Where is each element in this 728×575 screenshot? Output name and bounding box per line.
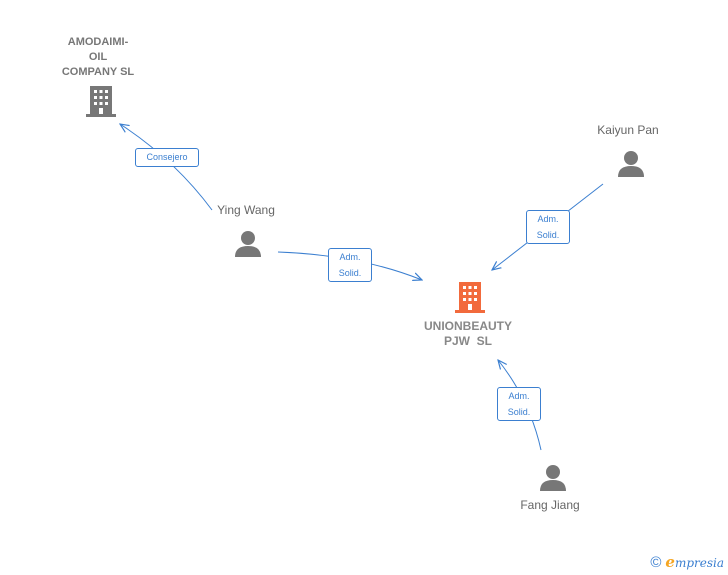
edge-label-adm-solid: Adm. Solid. bbox=[328, 248, 372, 282]
person-icon bbox=[235, 231, 261, 257]
logo-text: mpresia bbox=[674, 556, 724, 570]
company-label-line2: OIL bbox=[88, 51, 108, 63]
empresia-logo[interactable]: empresia bbox=[665, 553, 724, 571]
brand-footer: © empresia bbox=[650, 553, 724, 571]
copyright-icon: © bbox=[650, 553, 662, 571]
company-label-amodaimi[interactable]: AMODAIMI- OIL COMPANY SL bbox=[48, 35, 148, 80]
company-label-line3: COMPANY SL bbox=[61, 66, 135, 78]
company-label-line2: PJW SL bbox=[443, 334, 492, 348]
person-label-ying-wang[interactable]: Ying Wang bbox=[217, 203, 275, 217]
edge-label-adm-solid: Adm. Solid. bbox=[526, 210, 570, 244]
company-label-line1: AMODAIMI- bbox=[67, 36, 129, 48]
person-icon bbox=[540, 465, 566, 491]
company-label-unionbeauty[interactable]: UNIONBEAUTY PJW SL bbox=[408, 319, 528, 349]
edge-ying-to-amodaimi bbox=[120, 124, 213, 211]
edge-label-adm-solid: Adm. Solid. bbox=[497, 387, 541, 421]
edge-label-consejero: Consejero bbox=[135, 148, 199, 167]
logo-initial: e bbox=[665, 553, 675, 571]
building-icon bbox=[86, 86, 116, 117]
person-icon bbox=[618, 151, 644, 177]
building-icon bbox=[455, 282, 485, 313]
person-label-fang-jiang[interactable]: Fang Jiang bbox=[520, 498, 580, 512]
company-label-line1: UNIONBEAUTY bbox=[423, 319, 512, 333]
person-label-kaiyun-pan[interactable]: Kaiyun Pan bbox=[597, 123, 659, 137]
